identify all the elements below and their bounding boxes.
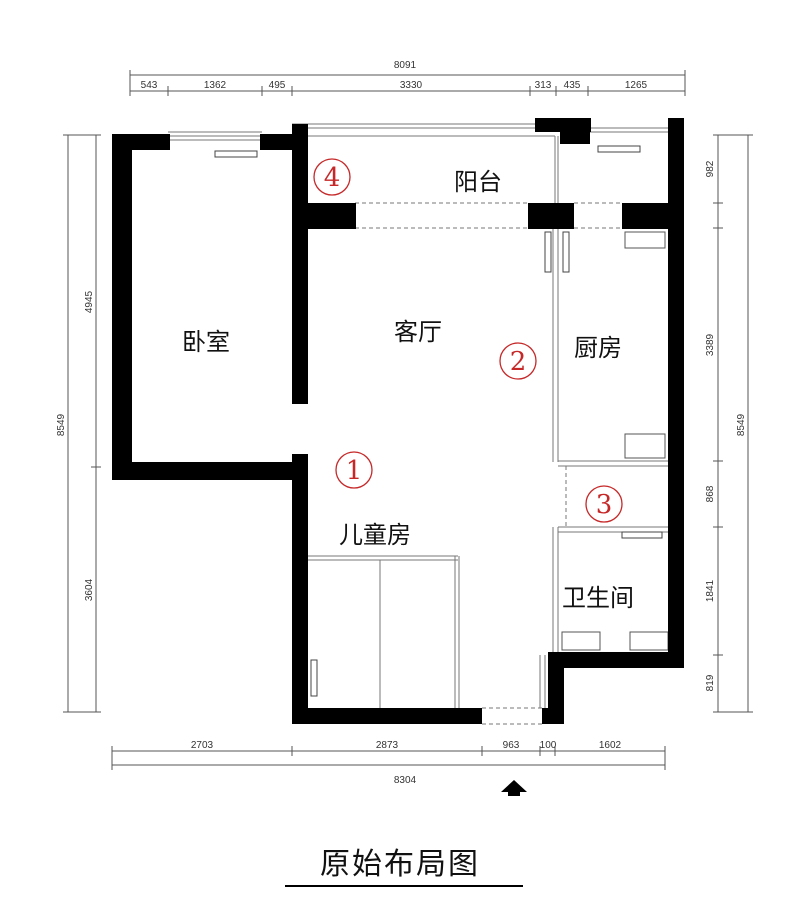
dim-left-2: 3604 — [84, 578, 95, 601]
dim-bottom-total: 8304 — [394, 775, 417, 786]
dim-right-total: 8549 — [736, 413, 747, 436]
dim-bottom-4: 100 — [540, 740, 557, 751]
wall-center-upper — [292, 124, 308, 404]
room-label-living: 客厅 — [394, 318, 442, 346]
wall-balcony-left — [308, 203, 356, 229]
marker-1: 1 — [335, 451, 373, 489]
room-label-kitchen: 厨房 — [574, 334, 622, 362]
dimension-labels: 8091 543 1362 495 3330 313 435 1265 2703… — [56, 60, 747, 786]
marker-3-label: 3 — [596, 490, 613, 520]
radiator-bath — [621, 531, 663, 539]
marker-2: 2 — [499, 342, 537, 380]
wall-center-lower — [292, 454, 308, 724]
thin-lines — [168, 123, 668, 725]
entrance-arrow-icon — [501, 780, 527, 796]
dim-right-2: 3389 — [705, 333, 716, 356]
marker-3: 3 — [585, 485, 623, 523]
radiator-bedroom — [214, 150, 258, 158]
dim-top-7: 1265 — [625, 80, 648, 91]
radiator-kitchen-2 — [562, 231, 570, 273]
radiator-balcony — [597, 145, 641, 153]
wall-bottom-left — [292, 708, 482, 724]
marker-2-label: 2 — [510, 347, 527, 377]
bath-fixture-left — [561, 631, 601, 651]
dim-top-5: 313 — [535, 80, 552, 91]
dim-left-total: 8549 — [56, 413, 67, 436]
dim-top-3: 495 — [269, 80, 286, 91]
dim-bottom-2: 2873 — [376, 740, 399, 751]
dimension-lines — [63, 70, 753, 770]
wall-right — [668, 118, 684, 668]
dim-right-1: 982 — [705, 160, 716, 177]
dim-bottom-5: 1602 — [599, 740, 622, 751]
wall-top-right-pillar — [560, 118, 590, 144]
walls — [112, 118, 684, 724]
kitchen-fixture-top — [624, 231, 666, 249]
wall-bedroom-bottom — [112, 462, 308, 480]
room-label-kids: 儿童房 — [339, 521, 411, 549]
radiator-kitchen — [544, 231, 552, 273]
wall-bedroom-left — [112, 134, 132, 480]
dim-top-total: 8091 — [394, 60, 417, 71]
dim-top-6: 435 — [564, 80, 581, 91]
wall-bath-bottom — [548, 652, 684, 668]
dim-left-1: 4945 — [84, 290, 95, 313]
dim-right-5: 819 — [705, 674, 716, 691]
dim-top-1: 543 — [141, 80, 158, 91]
bath-fixture-right — [629, 631, 669, 651]
kitchen-fixture-bottom — [624, 433, 666, 459]
room-label-bedroom: 卧室 — [182, 328, 230, 356]
radiators — [214, 145, 663, 697]
dim-top-4: 3330 — [400, 80, 423, 91]
radiator-kids — [310, 659, 318, 697]
dim-right-3: 868 — [705, 485, 716, 502]
marker-1-label: 1 — [346, 456, 363, 486]
wall-bath-drop — [548, 652, 564, 724]
plan-title: 原始布局图 — [320, 847, 480, 882]
dim-bottom-1: 2703 — [191, 740, 214, 751]
room-label-bathroom: 卫生间 — [562, 584, 634, 612]
dim-top-2: 1362 — [204, 80, 227, 91]
marker-4-label: 4 — [324, 163, 341, 193]
wall-balcony-right — [622, 203, 668, 229]
room-label-balcony: 阳台 — [454, 168, 502, 196]
wall-balcony-corner — [292, 203, 308, 229]
dim-right-4: 1841 — [705, 579, 716, 602]
marker-4: 4 — [313, 158, 351, 196]
wall-balcony-mid — [528, 203, 574, 229]
dim-bottom-3: 963 — [503, 740, 520, 751]
